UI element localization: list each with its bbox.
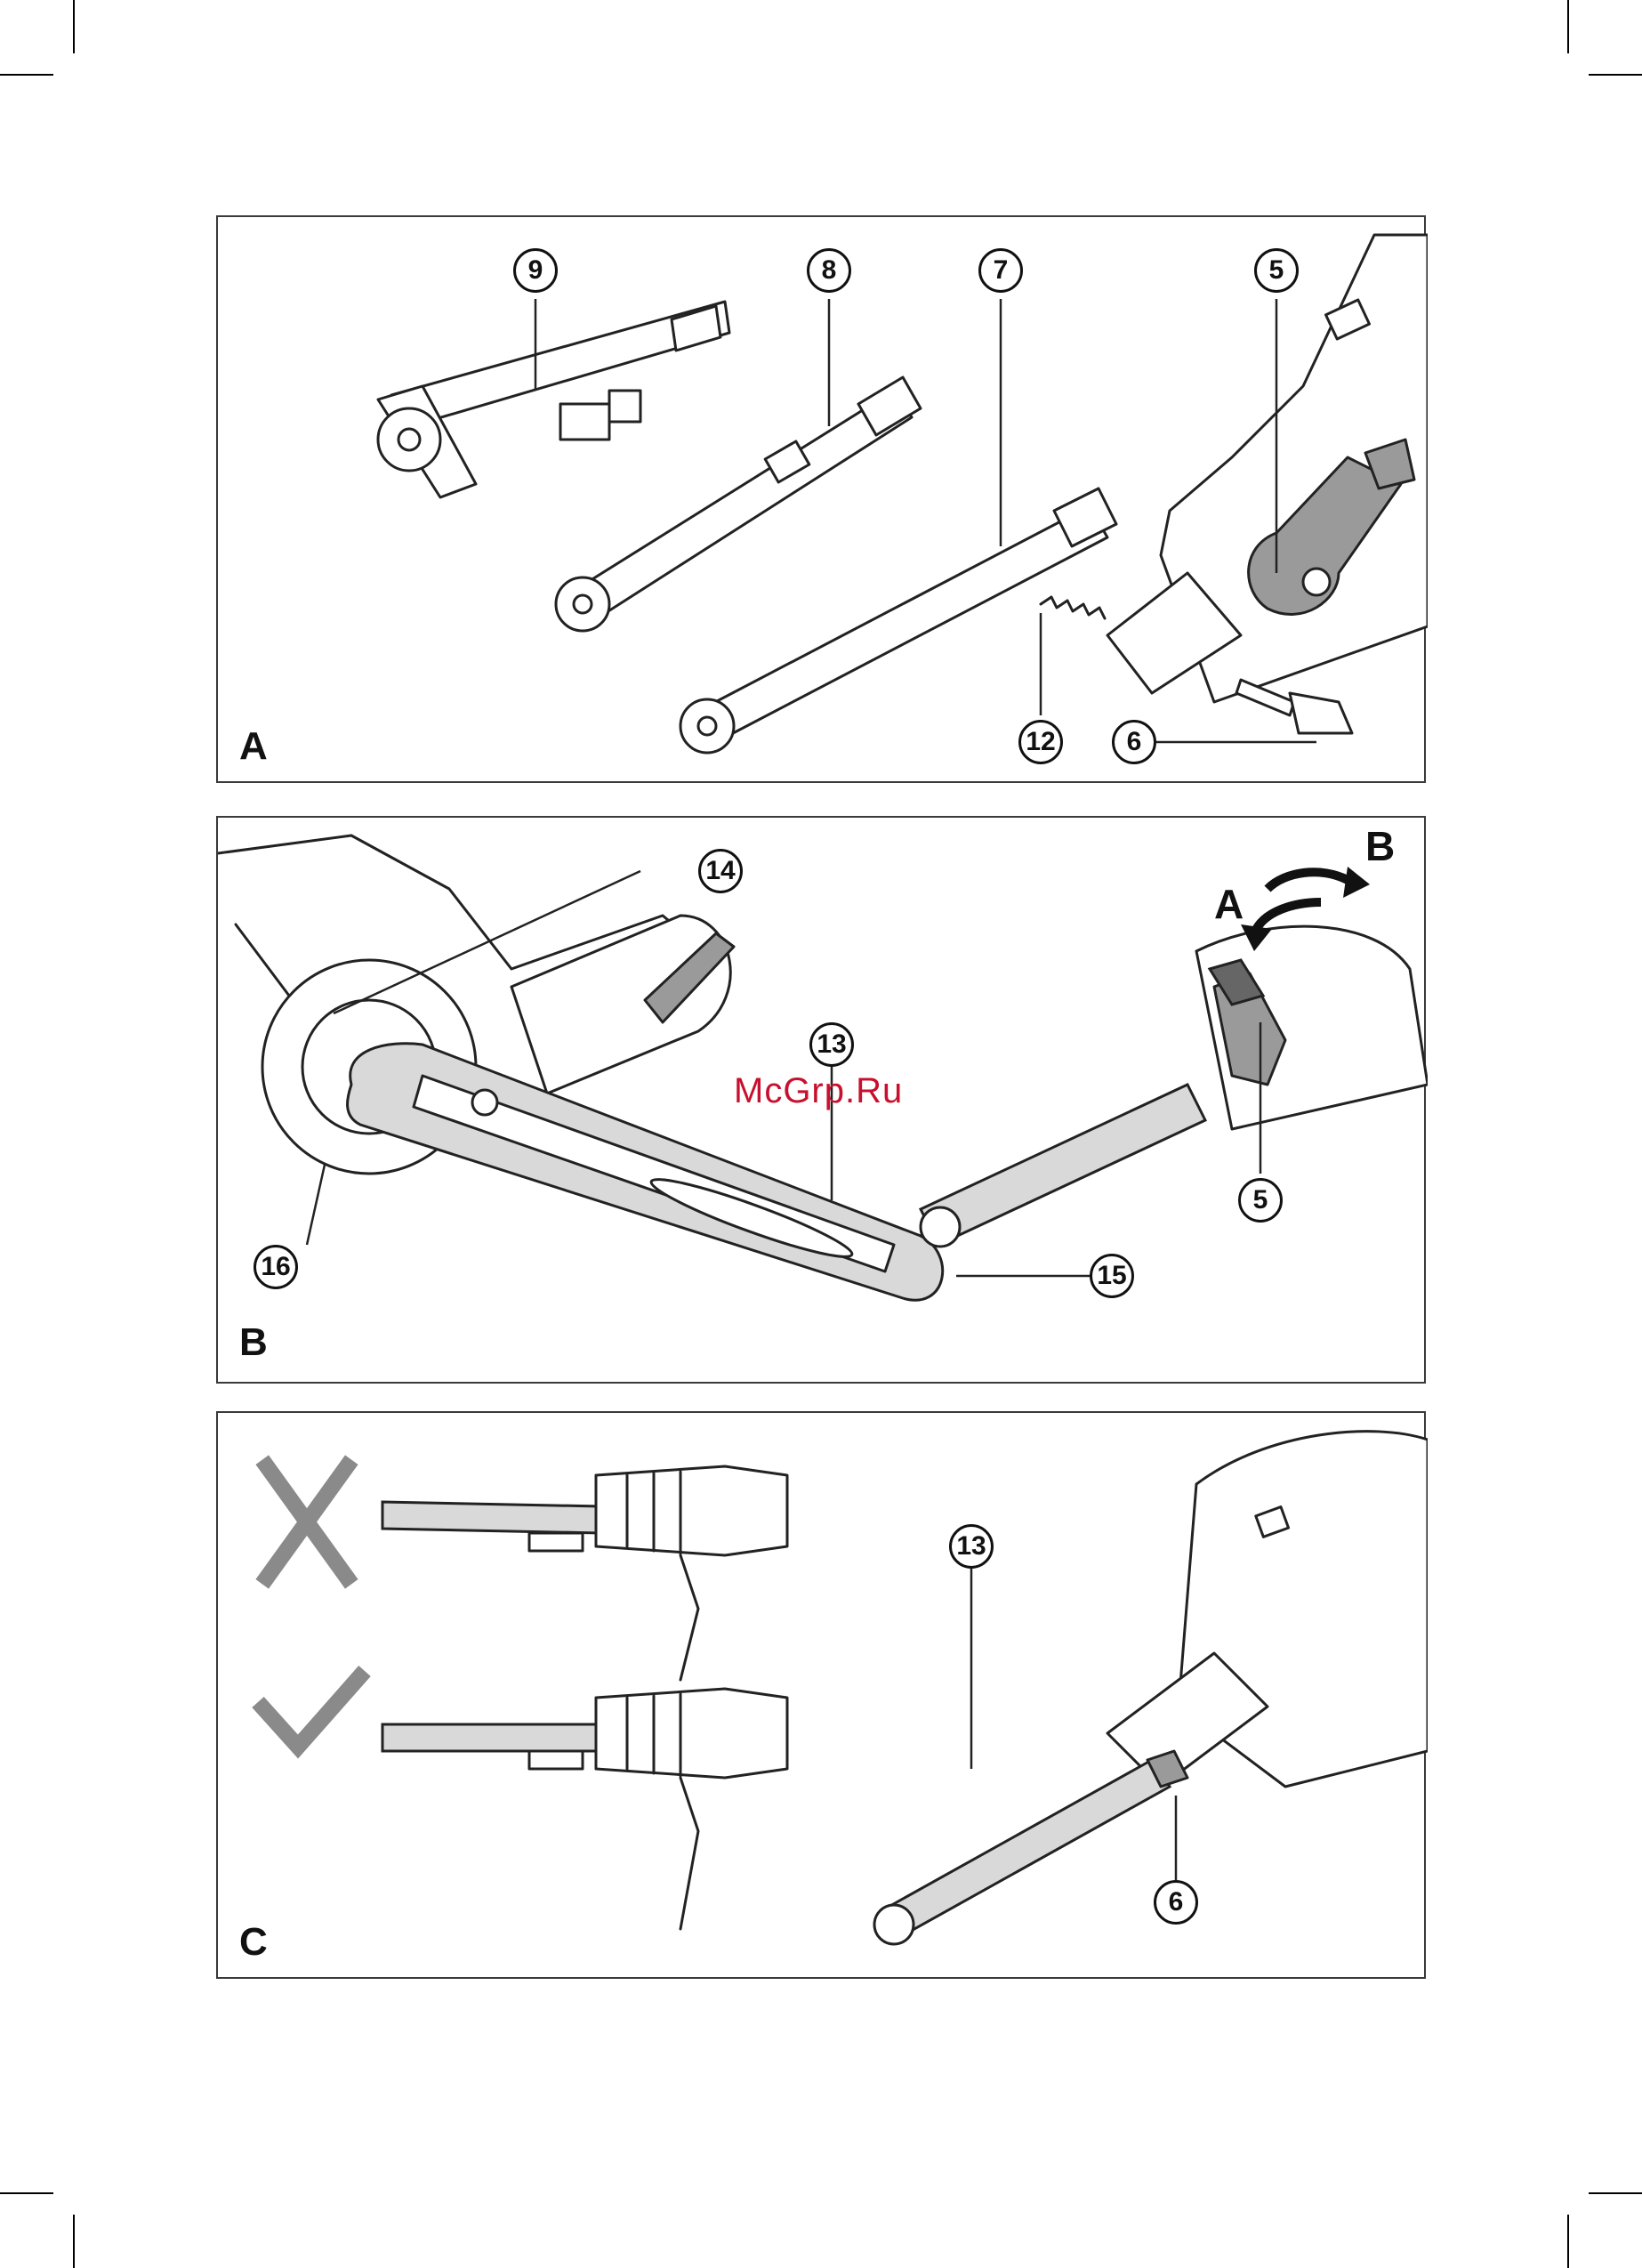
callout-8: 8 — [807, 248, 851, 293]
arrow-head-icon — [1343, 867, 1370, 898]
crop-mark — [1589, 74, 1642, 76]
belt-arm-9 — [378, 302, 729, 497]
figure-panel-b: 14 13 16 15 5 A B McGrp.Ru B — [216, 816, 1426, 1384]
callout-16: 16 — [254, 1245, 298, 1289]
cross-mark-icon — [267, 1466, 347, 1578]
belt-alignment-drawing — [218, 1413, 1428, 1981]
callout-13: 13 — [949, 1524, 994, 1569]
crop-mark — [73, 0, 75, 53]
crop-mark — [1589, 2192, 1642, 2194]
panel-label-a: A — [239, 724, 268, 769]
tool-right-view — [874, 1432, 1428, 1944]
rotation-arrow-icon — [1268, 872, 1348, 889]
crop-mark — [1567, 0, 1569, 53]
callout-6: 6 — [1112, 720, 1156, 764]
spring-12 — [1041, 597, 1105, 618]
panel-label-c: C — [239, 1920, 268, 1965]
figure-panel-c: 13 6 C — [216, 1411, 1426, 1979]
aligned-belt-view — [382, 1689, 787, 1929]
callout-5: 5 — [1254, 248, 1299, 293]
crop-mark — [1567, 2215, 1569, 2268]
direction-label-b: B — [1365, 822, 1395, 870]
misaligned-belt-view — [382, 1466, 787, 1680]
crop-mark — [0, 74, 53, 76]
callout-12: 12 — [1018, 720, 1063, 764]
belt-arm-7 — [680, 488, 1116, 753]
panel-label-b: B — [239, 1320, 268, 1365]
callout-15: 15 — [1090, 1254, 1134, 1298]
tool-right-view — [921, 867, 1428, 1247]
locking-screw-6 — [1236, 680, 1352, 733]
callout-9: 9 — [513, 248, 558, 293]
callout-6: 6 — [1154, 1880, 1198, 1925]
figure-panel-a: 9 8 7 5 12 6 A — [216, 215, 1426, 783]
sander-arm-attachments-drawing — [218, 217, 1428, 785]
crop-mark — [73, 2215, 75, 2268]
callout-14: 14 — [698, 849, 743, 893]
watermark-text: McGrp.Ru — [734, 1071, 903, 1111]
check-mark-icon — [258, 1671, 365, 1747]
tool-body — [1107, 235, 1428, 702]
callout-7: 7 — [978, 248, 1023, 293]
callout-13: 13 — [809, 1022, 854, 1067]
direction-label-a: A — [1214, 880, 1244, 928]
crop-mark — [0, 2192, 53, 2194]
callout-5: 5 — [1238, 1178, 1283, 1223]
